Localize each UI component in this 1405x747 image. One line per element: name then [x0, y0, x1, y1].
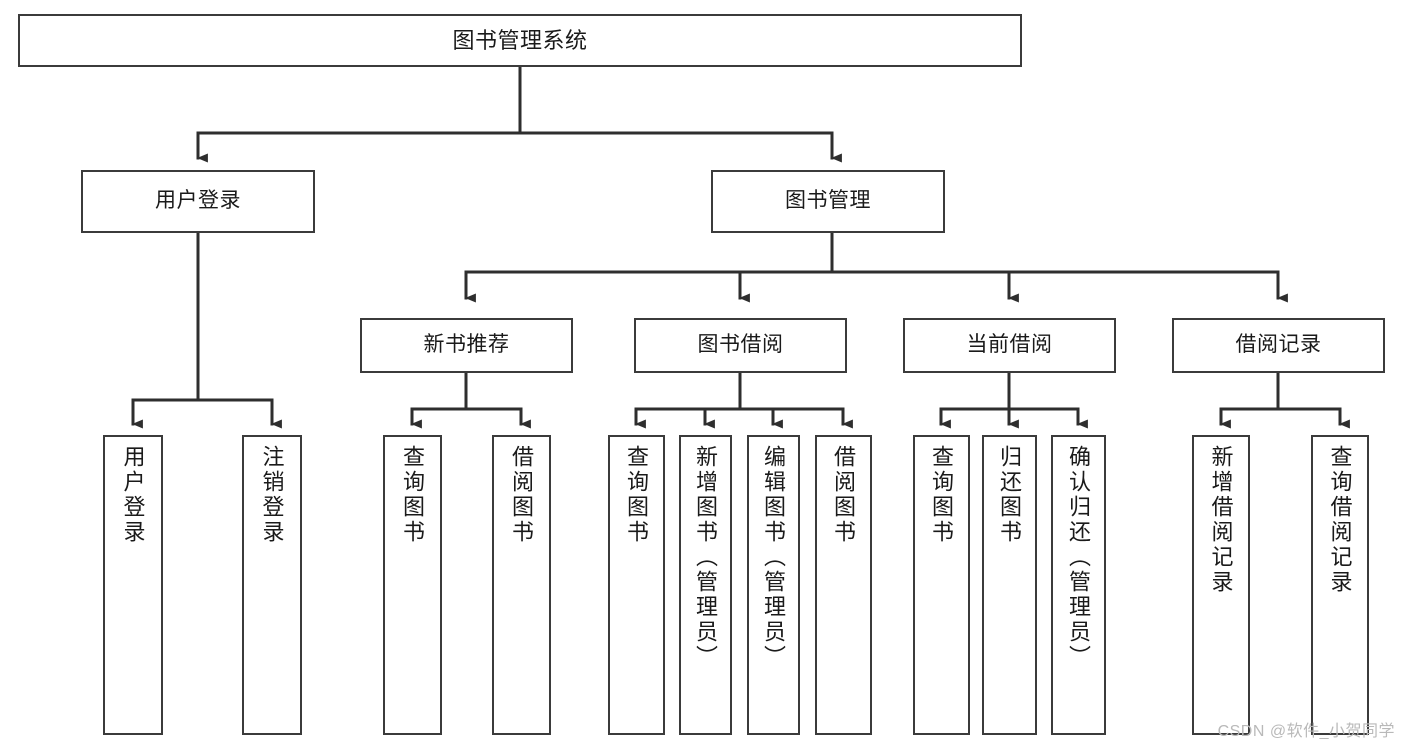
node-leaf-add-book-label: 新增图书（管理员） — [693, 445, 719, 670]
node-borrow-record[interactable]: 借阅记录 — [1172, 318, 1385, 373]
node-leaf-borrow-book-2-label: 借阅图书 — [831, 445, 857, 545]
node-leaf-borrow-book-2[interactable]: 借阅图书 — [815, 435, 872, 735]
node-new-book-rec-label: 新书推荐 — [423, 333, 510, 357]
node-borrow-record-label: 借阅记录 — [1235, 333, 1322, 357]
node-user-login[interactable]: 用户登录 — [81, 170, 315, 233]
node-leaf-logout-label: 注销登录 — [259, 445, 285, 545]
node-leaf-logout[interactable]: 注销登录 — [242, 435, 302, 735]
node-leaf-confirm-return-label: 确认归还（管理员） — [1066, 445, 1092, 670]
csdn-watermark: CSDN @软件_小贺同学 — [1217, 723, 1395, 740]
node-leaf-query-book-2[interactable]: 查询图书 — [608, 435, 665, 735]
node-leaf-add-record-label: 新增借阅记录 — [1208, 445, 1234, 595]
node-leaf-edit-book[interactable]: 编辑图书（管理员） — [747, 435, 800, 735]
node-current-borrow[interactable]: 当前借阅 — [903, 318, 1116, 373]
node-user-login-label: 用户登录 — [155, 189, 241, 213]
node-current-borrow-label: 当前借阅 — [966, 333, 1053, 357]
node-book-manage[interactable]: 图书管理 — [711, 170, 945, 233]
node-leaf-add-book[interactable]: 新增图书（管理员） — [679, 435, 732, 735]
node-leaf-query-record[interactable]: 查询借阅记录 — [1311, 435, 1369, 735]
node-leaf-query-book-1-label: 查询图书 — [400, 445, 426, 545]
node-book-borrow-label: 图书借阅 — [697, 333, 784, 357]
node-leaf-confirm-return[interactable]: 确认归还（管理员） — [1051, 435, 1106, 735]
node-leaf-edit-book-label: 编辑图书（管理员） — [761, 445, 787, 670]
node-leaf-borrow-book-1[interactable]: 借阅图书 — [492, 435, 551, 735]
node-root-label: 图书管理系统 — [452, 27, 588, 53]
node-leaf-query-book-3-label: 查询图书 — [929, 445, 955, 545]
node-root[interactable]: 图书管理系统 — [18, 14, 1022, 67]
node-book-manage-label: 图书管理 — [785, 189, 871, 213]
node-leaf-return-book[interactable]: 归还图书 — [982, 435, 1037, 735]
node-leaf-query-book-3[interactable]: 查询图书 — [913, 435, 970, 735]
node-leaf-return-book-label: 归还图书 — [997, 445, 1023, 545]
node-leaf-query-record-label: 查询借阅记录 — [1327, 445, 1353, 595]
node-leaf-query-book-2-label: 查询图书 — [624, 445, 650, 545]
node-leaf-add-record[interactable]: 新增借阅记录 — [1192, 435, 1250, 735]
node-leaf-borrow-book-1-label: 借阅图书 — [509, 445, 535, 545]
node-new-book-rec[interactable]: 新书推荐 — [360, 318, 573, 373]
node-book-borrow[interactable]: 图书借阅 — [634, 318, 847, 373]
node-leaf-query-book-1[interactable]: 查询图书 — [383, 435, 442, 735]
node-leaf-user-login[interactable]: 用户登录 — [103, 435, 163, 735]
node-leaf-user-login-label: 用户登录 — [120, 445, 146, 545]
